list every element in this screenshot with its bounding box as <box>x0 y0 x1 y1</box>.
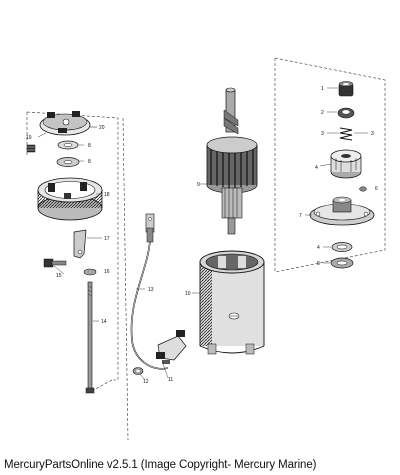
through-bolt-part-14 <box>85 281 95 394</box>
callout-4-upper: 4 <box>315 165 318 171</box>
parts-diagram: 1 2 3 3 4 6 7 4 8 19 20 8 8 18 17 16 15 … <box>26 57 386 441</box>
washer-part-4-lower <box>331 242 353 252</box>
callout-2: 2 <box>321 110 324 116</box>
brush-holder-part-18 <box>37 177 103 221</box>
lead-wire-part-13 <box>130 213 169 370</box>
callout-16: 16 <box>104 269 110 275</box>
callout-3-left: 3 <box>321 131 324 137</box>
screw-part-19 <box>26 144 36 153</box>
retainer-part-2 <box>337 107 355 119</box>
washer-part-8-upper <box>57 140 79 150</box>
terminal-strap-part-17 <box>73 229 87 259</box>
callout-12: 12 <box>143 379 149 385</box>
callout-6: 6 <box>375 186 378 192</box>
washer-part-8-right <box>330 257 354 269</box>
callout-19: 19 <box>26 135 32 141</box>
callout-8-lower: 8 <box>88 159 91 165</box>
washer-part-8-lower <box>56 157 80 167</box>
callout-7: 7 <box>299 213 302 219</box>
washer-part-12 <box>132 367 144 375</box>
brush-plate-part-20 <box>39 111 97 136</box>
pinion-drive-part-4 <box>330 149 362 179</box>
screw-part-6 <box>359 186 367 192</box>
spring-part-3 <box>339 127 353 141</box>
callout-18: 18 <box>104 192 110 198</box>
bolt-part-15 <box>43 258 67 268</box>
callout-13: 13 <box>148 287 154 293</box>
callout-4-lower: 4 <box>317 245 320 251</box>
brush-clip-part-11 <box>156 330 187 364</box>
callout-1: 1 <box>321 86 324 92</box>
exploded-view-drawing <box>26 57 386 441</box>
callout-14: 14 <box>101 319 107 325</box>
armature-part-9 <box>206 87 258 235</box>
callout-11: 11 <box>168 377 174 383</box>
callout-9: 9 <box>197 182 200 188</box>
copyright-footer: MercuryPartsOnline v2.5.1 (Image Copyrig… <box>4 459 317 471</box>
callout-17: 17 <box>104 236 110 242</box>
drive-end-head-part-7 <box>309 196 375 226</box>
nut-part-1 <box>338 81 354 97</box>
callout-leader-lines <box>37 87 368 381</box>
field-frame-part-10 <box>199 250 265 355</box>
nut-part-16 <box>83 268 97 276</box>
callout-8-right: 8 <box>317 261 320 267</box>
callout-8-upper: 8 <box>88 143 91 149</box>
callout-20: 20 <box>99 125 105 131</box>
callout-15: 15 <box>56 273 62 279</box>
callout-3-right: 3 <box>371 131 374 137</box>
callout-10: 10 <box>185 291 191 297</box>
